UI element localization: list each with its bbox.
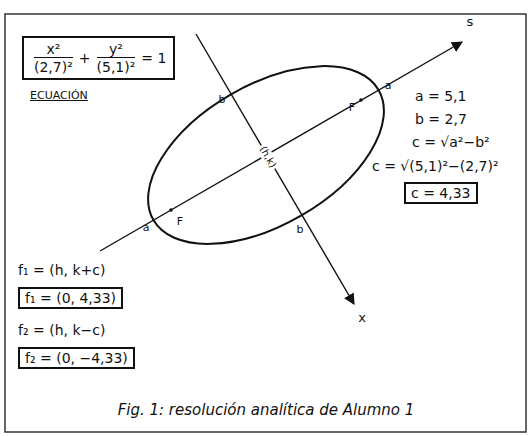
equation-box: x²(2,7)² + y²(5,1)² = 1: [22, 36, 175, 80]
center-name: (h,k): [256, 142, 280, 171]
figure-frame: [5, 14, 526, 432]
focus-dot: [169, 208, 173, 212]
numerator: x²: [46, 41, 60, 57]
equation-heading: ECUACIÓN: [30, 90, 88, 103]
result-box: f₂ = (0, −4,33): [18, 347, 135, 369]
vertex-name: a: [143, 222, 150, 235]
fraction: y²(5,1)²: [97, 41, 136, 75]
given-value: a = 5,1: [415, 88, 466, 104]
formula: c = √(5,1)²−(2,7)²: [372, 158, 499, 174]
formula: c = √a²−b²: [412, 134, 490, 150]
vertex-name: b: [297, 224, 304, 237]
denominator: (2,7)²: [34, 57, 73, 75]
equals-one: = 1: [141, 50, 166, 66]
numerator: y²: [109, 41, 123, 57]
given-value: b = 2,7: [415, 111, 467, 127]
result-box: f₁ = (0, 4,33): [18, 287, 123, 309]
axis-name: x: [358, 311, 366, 326]
denominator: (5,1)²: [97, 57, 136, 75]
focus-dot: [359, 98, 363, 102]
focus-name: F: [177, 216, 183, 229]
figure-caption: Fig. 1: resolución analítica de Alumno 1: [118, 402, 415, 419]
fraction: x²(2,7)²: [34, 41, 73, 75]
result-box: c = 4,33: [404, 182, 478, 204]
focus-name: F: [349, 102, 355, 115]
plus-sign: +: [79, 50, 91, 66]
vertex-name: b: [219, 94, 226, 107]
focus-formula: f₁ = (h, k+c): [18, 262, 105, 278]
axis-name: s: [467, 15, 474, 30]
focus-formula: f₂ = (h, k−c): [18, 322, 105, 338]
vertex-name: a: [385, 80, 392, 93]
ellipse-curve: [118, 29, 413, 280]
